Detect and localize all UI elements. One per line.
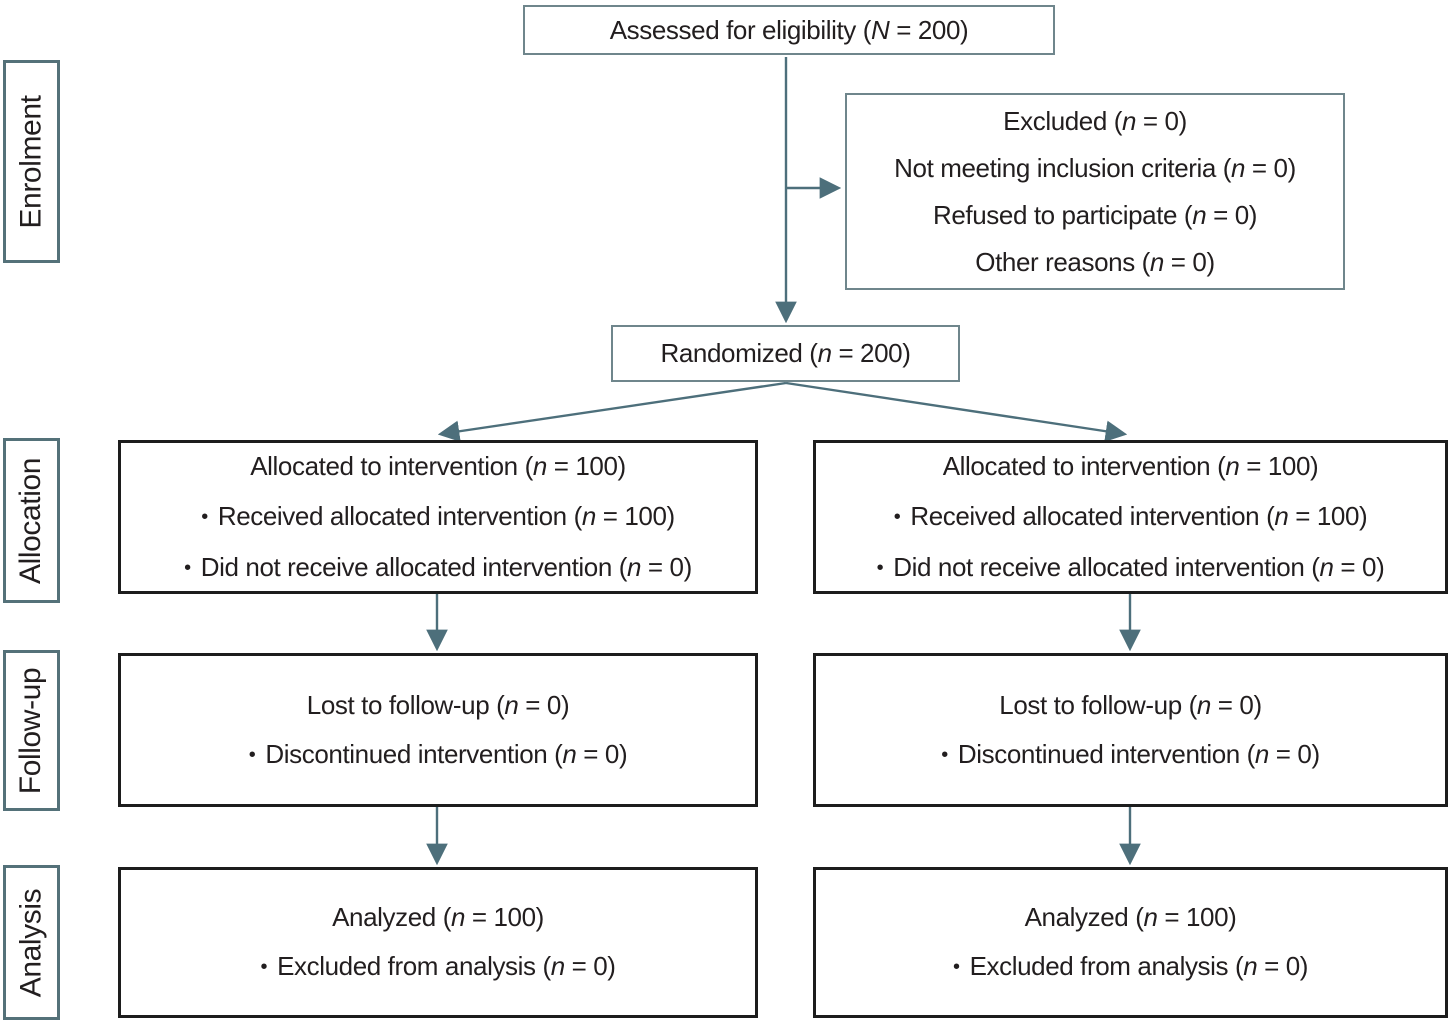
box-line: Randomized (n = 200) — [660, 338, 911, 368]
arrow-randomized-to-alloc-right — [785, 381, 1128, 442]
box-line: Excluded (n = 0) — [1003, 105, 1187, 136]
randomized-box: Randomized (n = 200) — [611, 325, 960, 382]
stage-label-allocation: Allocation — [3, 438, 60, 603]
box-line: Assessed for eligibility (N = 200) — [609, 14, 969, 45]
assessed-for-eligibility-box: Assessed for eligibility (N = 200) — [523, 5, 1055, 55]
bullet-dot: • — [941, 743, 948, 766]
stage-label-text: Analysis — [14, 888, 48, 997]
stage-label-text: Allocation — [14, 457, 48, 584]
bullet-dot: • — [184, 557, 191, 579]
box-line: Lost to follow-up (n = 0) — [306, 689, 570, 720]
box-line: Refused to participate (n = 0) — [932, 199, 1258, 230]
box-line: •Excluded from analysis (n = 0) — [260, 951, 616, 981]
stage-label-followup: Follow-up — [3, 650, 60, 811]
box-line: •Did not receive allocated intervention … — [876, 552, 1385, 582]
box-line: Analyzed (n = 100) — [332, 902, 544, 932]
bullet-dot: • — [248, 743, 256, 766]
box-line: •Excluded from analysis (n = 0) — [952, 951, 1309, 981]
allocation-box-right: Allocated to intervention (n = 100) •Rece… — [813, 440, 1448, 594]
bullet-dot: • — [876, 557, 884, 579]
box-line: Allocated to intervention (n = 100) — [942, 451, 1319, 481]
bullet-dot: • — [260, 956, 268, 978]
stage-label-text: Follow-up — [14, 667, 48, 794]
box-line: •Received allocated intervention (n = 10… — [893, 501, 1368, 531]
stage-label-analysis: Analysis — [3, 865, 60, 1020]
box-line: •Did not receive allocated intervention … — [184, 552, 692, 582]
box-line: Allocated to intervention (n = 100) — [250, 451, 626, 481]
excluded-box: Excluded (n = 0) Not meeting inclusion cr… — [845, 93, 1345, 290]
bullet-dot: • — [201, 506, 208, 528]
analysis-box-left: Analyzed (n = 100) •Excluded from analysi… — [118, 867, 758, 1018]
followup-box-right: Lost to follow-up (n = 0) •Discontinued i… — [813, 653, 1448, 807]
stage-label-enrolment: Enrolment — [3, 60, 60, 263]
box-line: Not meeting inclusion criteria (n = 0) — [894, 152, 1296, 183]
allocation-box-left: Allocated to intervention (n = 100) •Rece… — [118, 440, 758, 594]
box-line: Lost to follow-up (n = 0) — [999, 689, 1262, 720]
box-line: •Discontinued intervention (n = 0) — [248, 738, 628, 769]
box-line: •Discontinued intervention (n = 0) — [941, 738, 1320, 769]
bullet-dot: • — [893, 506, 901, 528]
stage-label-text: Enrolment — [14, 94, 48, 229]
followup-box-left: Lost to follow-up (n = 0) •Discontinued i… — [118, 653, 758, 807]
box-line: Analyzed (n = 100) — [1024, 902, 1237, 932]
box-line: Other reasons (n = 0) — [975, 246, 1215, 277]
arrow-randomized-to-alloc-left — [437, 381, 787, 442]
analysis-box-right: Analyzed (n = 100) •Excluded from analysi… — [813, 867, 1448, 1018]
box-line: •Received allocated intervention (n = 10… — [201, 501, 675, 531]
bullet-dot: • — [952, 956, 960, 978]
